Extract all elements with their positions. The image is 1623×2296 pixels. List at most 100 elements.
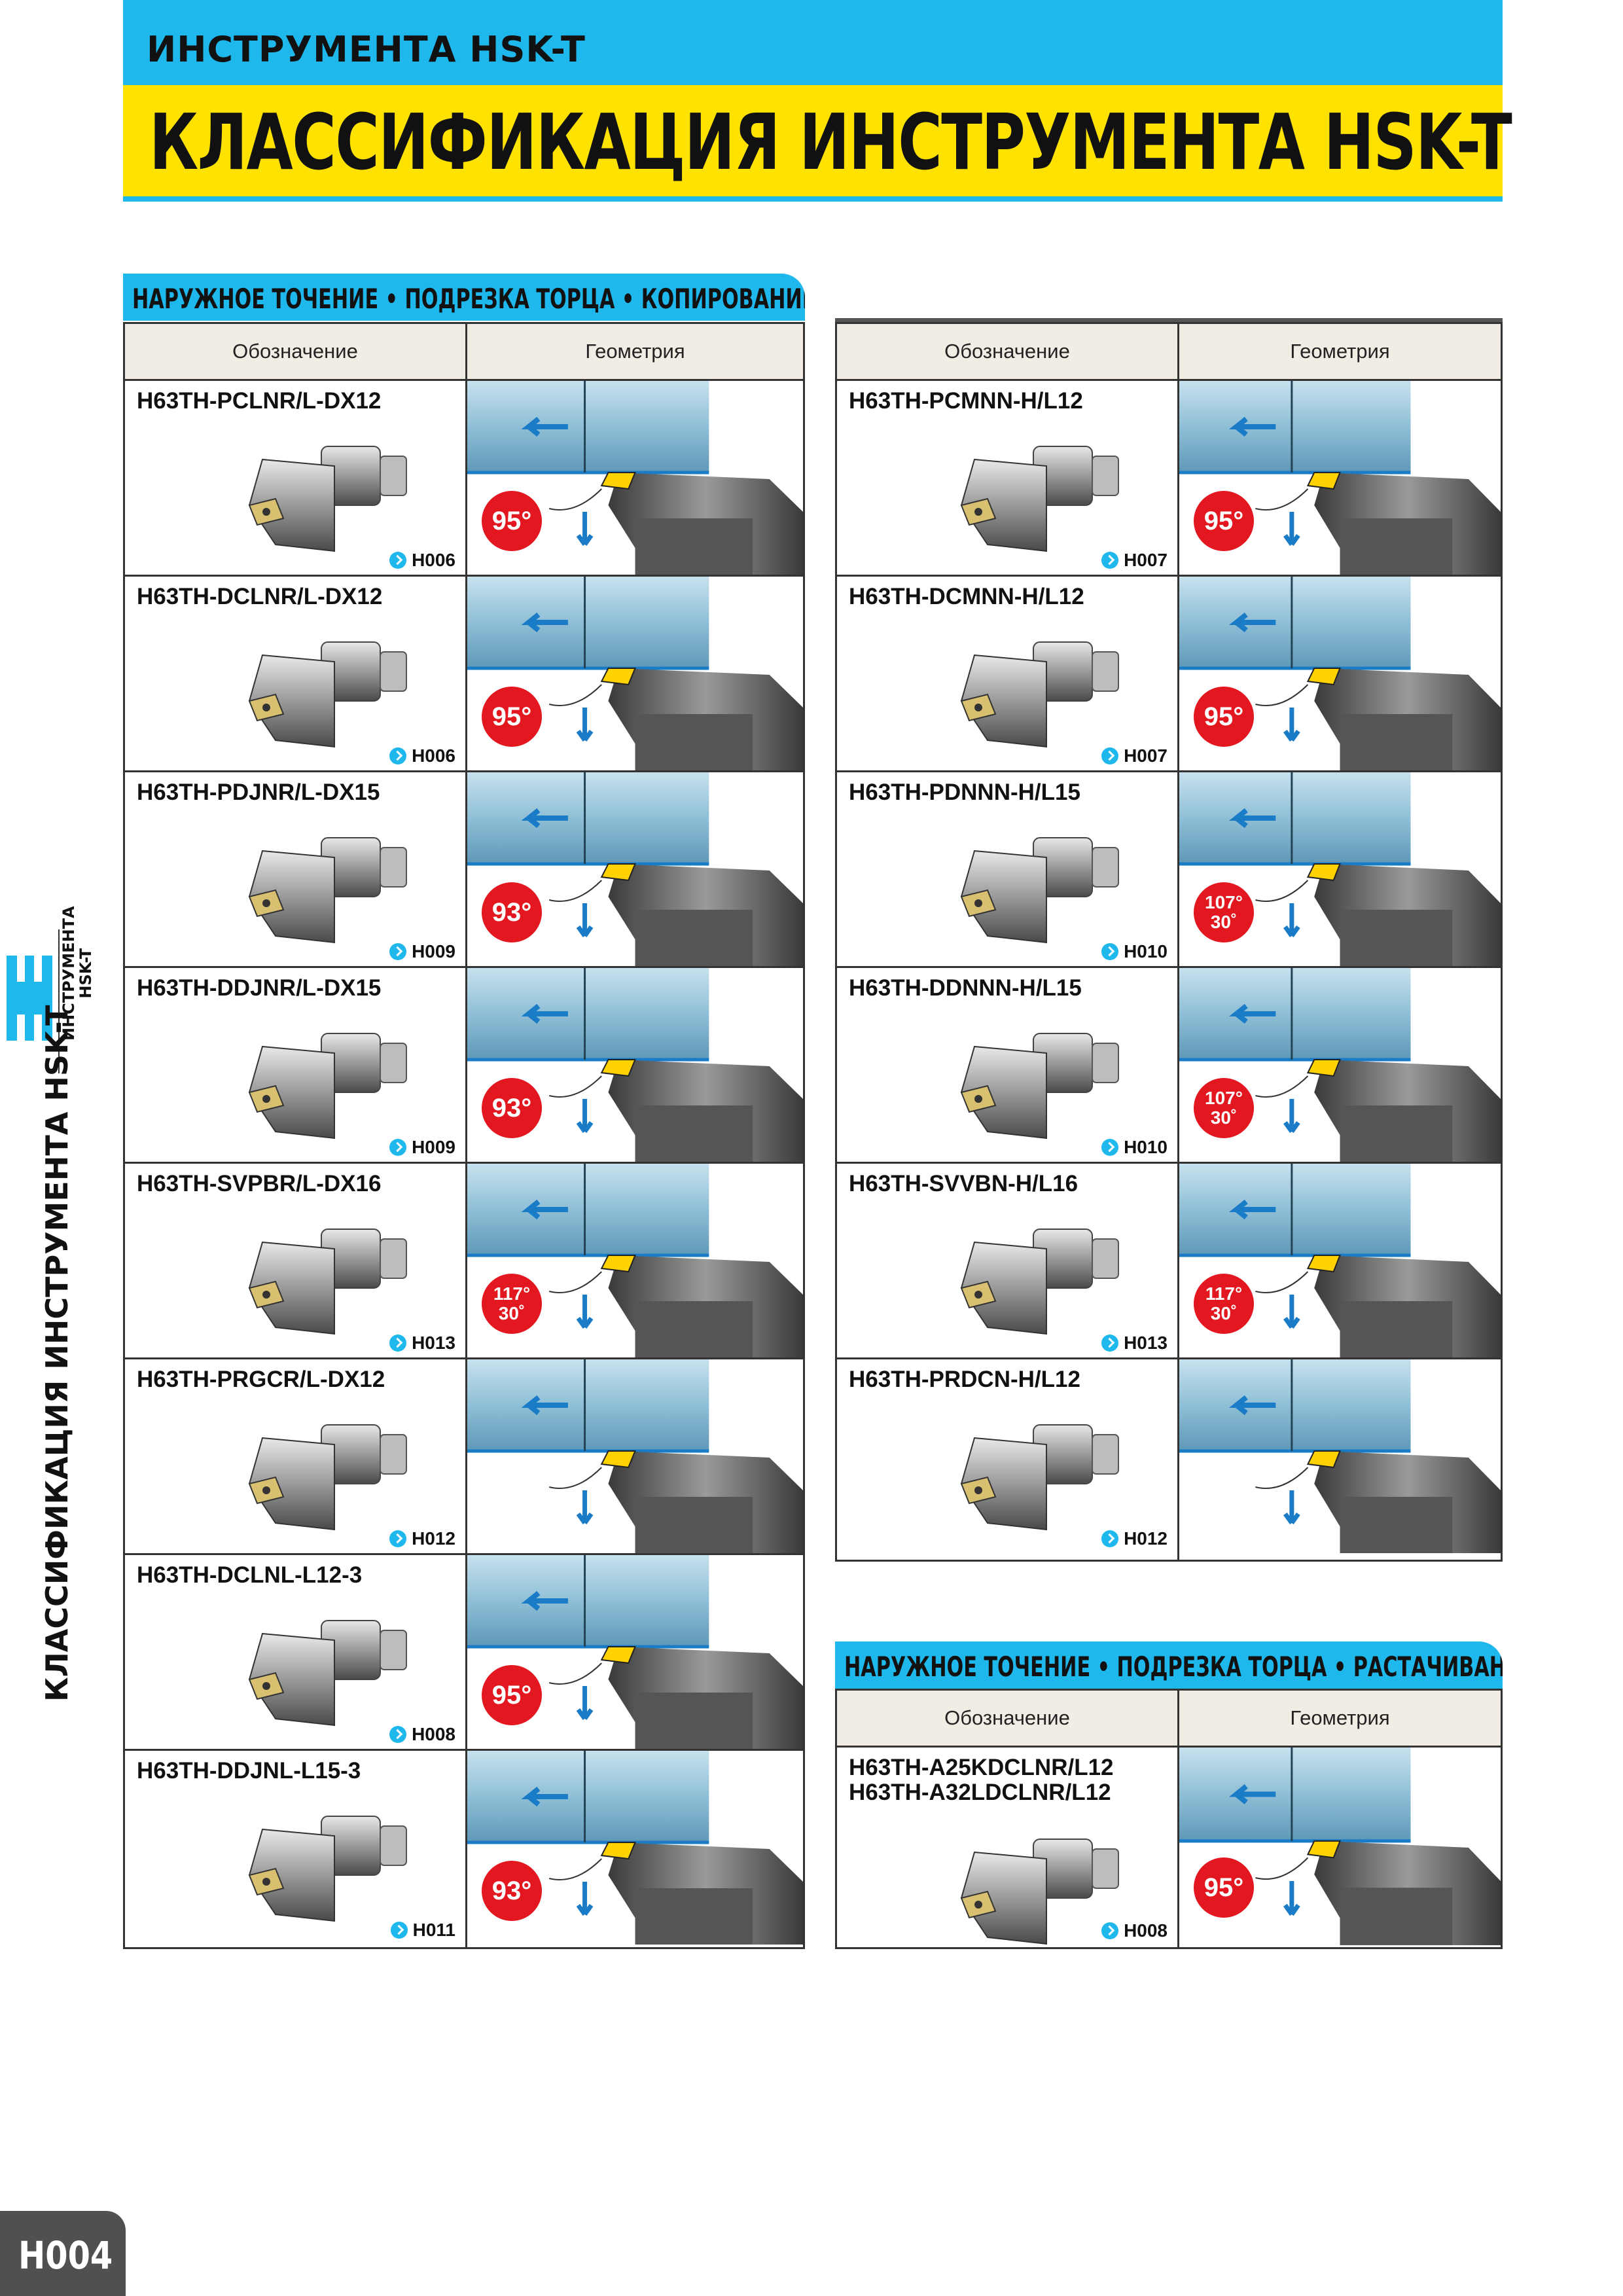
page-reference: H009 [412,1137,455,1157]
angle-badge: 93° [482,1078,542,1138]
page-reference-link[interactable]: H008 [389,1724,455,1745]
header-divider [123,196,1503,202]
tool-photo [223,818,419,949]
geometry-diagram [467,968,803,1162]
tool-designation: H63TH-PDJNR/L-DX15 [137,780,380,805]
geometry-diagram [467,577,803,770]
page-reference: H013 [412,1333,455,1353]
column-divider [1177,1691,1179,1947]
tool-designation: H63TH-DCLNL-L12-3 [137,1562,363,1588]
approach-angle: 93° [491,898,532,927]
angle-badge: 117°30˚ [482,1274,542,1334]
tool-designation: H63TH-DCMNN-H/L12 [849,584,1084,609]
geometry-diagram [467,1751,803,1945]
page-reference-link[interactable]: H006 [389,550,455,571]
tool-designation: H63TH-PCMNN-H/L12 [849,388,1083,414]
arrow-circle-icon [1101,1530,1119,1547]
table-row: H63TH-PCMNN-H/L12 H007 95° [837,381,1501,577]
approach-angle: 117° [493,1283,531,1304]
secondary-angle: 30˚ [1210,912,1238,932]
angle-badge: 95° [482,1665,542,1725]
side-vertical-title: КЛАССИФИКАЦИЯ ИНСТРУМЕНТА HSK-T [39,1005,75,1702]
tool-photo [935,622,1132,753]
section1-title-text: НАРУЖНОЕ ТОЧЕНИЕ • ПОДРЕЗКА ТОРЦА • КОПИ… [132,283,805,315]
page-reference-link[interactable]: H012 [389,1528,455,1549]
tool-photo [935,1210,1132,1340]
col-designation: Обозначение [944,1706,1070,1729]
geometry-diagram [467,1164,803,1357]
arrow-circle-icon [389,943,407,960]
page-reference: H007 [1124,745,1168,766]
arrow-circle-icon [1101,1335,1119,1352]
arrow-circle-icon [1101,747,1119,764]
geometry-diagram [467,381,803,575]
secondary-angle: 30˚ [1210,1107,1238,1128]
page-reference-link[interactable]: H007 [1101,550,1168,571]
page-reference-link[interactable]: H010 [1101,941,1168,962]
arrow-circle-icon [389,1335,407,1352]
geometry-diagram [1179,1359,1501,1553]
tool-photo [223,622,419,753]
page-reference: H008 [412,1724,455,1744]
section-title-boring: НАРУЖНОЕ ТОЧЕНИЕ • ПОДРЕЗКА ТОРЦА • РАСТ… [835,1641,1503,1689]
column-divider [1177,324,1179,1560]
page-reference-link[interactable]: H012 [1101,1528,1168,1549]
geometry-diagram [467,1359,803,1553]
approach-angle: 95° [1204,702,1244,731]
boring-tool-table: Обозначение Геометрия H63TH-A25KDCLNR/L1… [835,1689,1503,1949]
arrow-circle-icon [1101,1922,1119,1939]
page-reference-link[interactable]: H008 [1101,1920,1168,1941]
section-rule [835,318,1503,322]
page-reference-link[interactable]: H006 [389,745,455,766]
page-reference-link[interactable]: H007 [1101,745,1168,766]
tool-photo [935,1014,1132,1145]
tool-photo [935,818,1132,949]
tool-designation: H63TH-PCLNR/L-DX12 [137,388,382,414]
section2-title-text: НАРУЖНОЕ ТОЧЕНИЕ • ПОДРЕЗКА ТОРЦА • РАСТ… [844,1651,1503,1683]
geometry-diagram [1179,1164,1501,1357]
page-number-tab: H004 [0,2211,126,2296]
page-number: H004 [18,2233,113,2278]
page-reference: H007 [1124,550,1168,570]
table-header: Обозначение Геометрия [837,324,1501,381]
table-row: H63TH-DCLNR/L-DX12 H006 95° [125,577,803,772]
arrow-circle-icon [389,747,407,764]
angle-badge: 95° [482,687,542,747]
table-row: H63TH-PCLNR/L-DX12 H006 95° [125,381,803,577]
arrow-circle-icon [1101,552,1119,569]
tool-designation: H63TH-A25KDCLNR/L12 H63TH-A32LDCLNR/L12 [849,1755,1114,1805]
page-reference-link[interactable]: H013 [389,1333,455,1354]
tool-photo [935,427,1132,558]
col-designation: Обозначение [944,340,1070,363]
page-reference-link[interactable]: H013 [1101,1333,1168,1354]
approach-angle: 95° [1204,1873,1244,1902]
table-row: H63TH-PRDCN-H/L12 H012 [837,1359,1501,1553]
angle-badge: 93° [482,882,542,942]
page-reference-link[interactable]: H009 [389,1137,455,1158]
table-row: H63TH-PDJNR/L-DX15 H009 93° [125,772,803,968]
section-title-external-turning: НАРУЖНОЕ ТОЧЕНИЕ • ПОДРЕЗКА ТОРЦА • КОПИ… [123,274,805,321]
arrow-circle-icon [389,1726,407,1743]
tool-photo [223,427,419,558]
angle-badge: 95° [1194,687,1254,747]
arrow-circle-icon [1101,943,1119,960]
geometry-diagram [1179,968,1501,1162]
tool-designation: H63TH-DCLNR/L-DX12 [137,584,383,609]
page-reference-link[interactable]: H011 [390,1920,455,1941]
angle-badge: 93° [482,1861,542,1921]
page-title: КЛАССИФИКАЦИЯ ИНСТРУМЕНТА HSK-T [149,97,1512,187]
page-reference: H011 [412,1920,455,1940]
page-reference: H008 [1124,1920,1168,1941]
arrow-circle-icon [1101,1139,1119,1156]
page-reference-link[interactable]: H009 [389,941,455,962]
category-banner: ИНСТРУМЕНТА HSK-T [123,0,1503,85]
col-geometry: Геометрия [1290,340,1390,363]
table-row: H63TH-DCLNL-L12-3 H008 95° [125,1555,803,1751]
col-designation: Обозначение [232,340,358,363]
table-header: Обозначение Геометрия [837,1691,1501,1748]
tool-photo [223,1210,419,1340]
left-tool-table: Обозначение Геометрия H63TH-PCLNR/L-DX12… [123,322,805,1949]
table-row: H63TH-A25KDCLNR/L12 H63TH-A32LDCLNR/L12 … [837,1748,1501,1945]
category-title: ИНСТРУМЕНТА HSK-T [147,29,586,70]
page-reference-link[interactable]: H010 [1101,1137,1168,1158]
